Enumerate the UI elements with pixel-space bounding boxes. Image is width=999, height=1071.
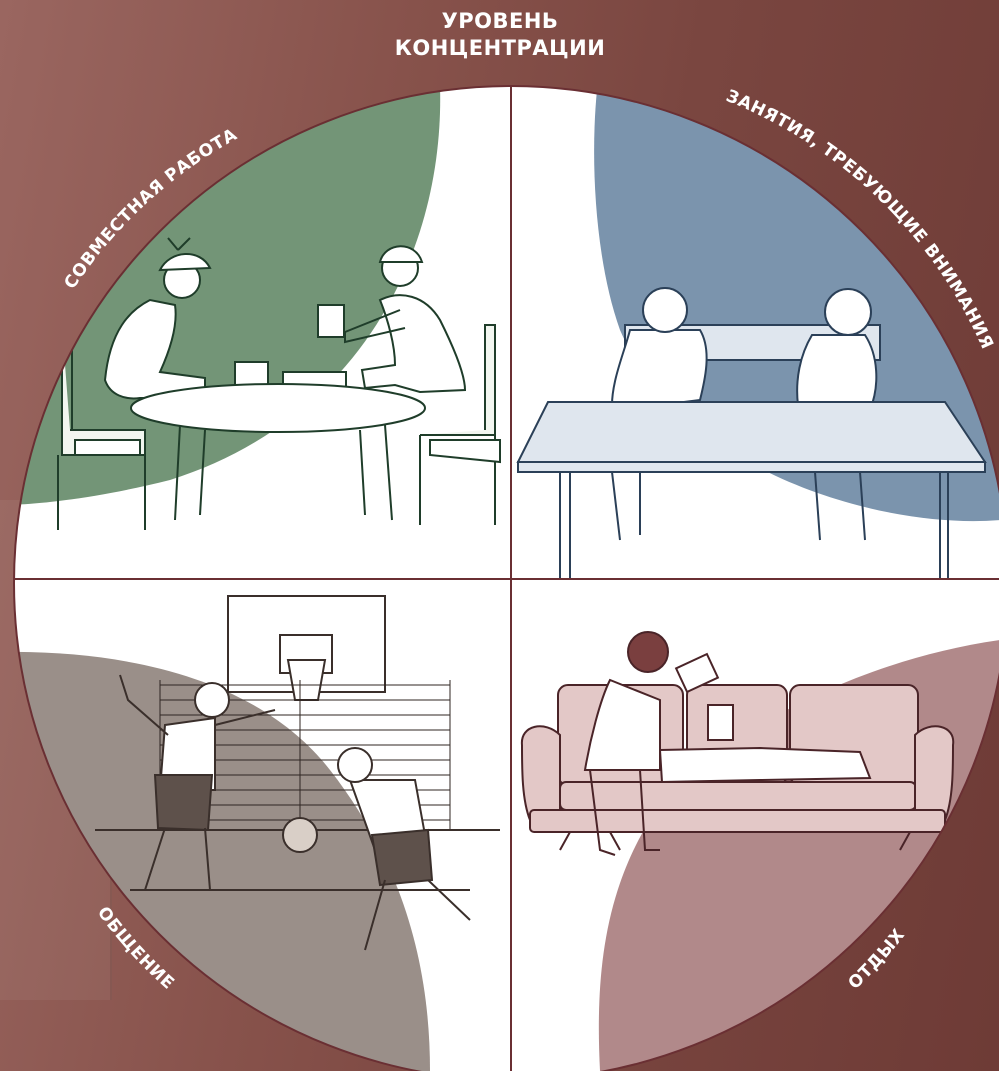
rest-illustration: [520, 631, 955, 856]
social-illustration: [95, 595, 500, 951]
focus-illustration: [516, 287, 987, 580]
title-line-2: КОНЦЕНТРАЦИИ: [394, 36, 606, 60]
title-line-1: УРОВЕНЬ: [441, 9, 559, 33]
teamwork-illustration: [57, 237, 501, 530]
circle-outline: [13, 85, 999, 1071]
diagram-title: УРОВЕНЬ КОНЦЕНТРАЦИИ: [350, 8, 650, 62]
